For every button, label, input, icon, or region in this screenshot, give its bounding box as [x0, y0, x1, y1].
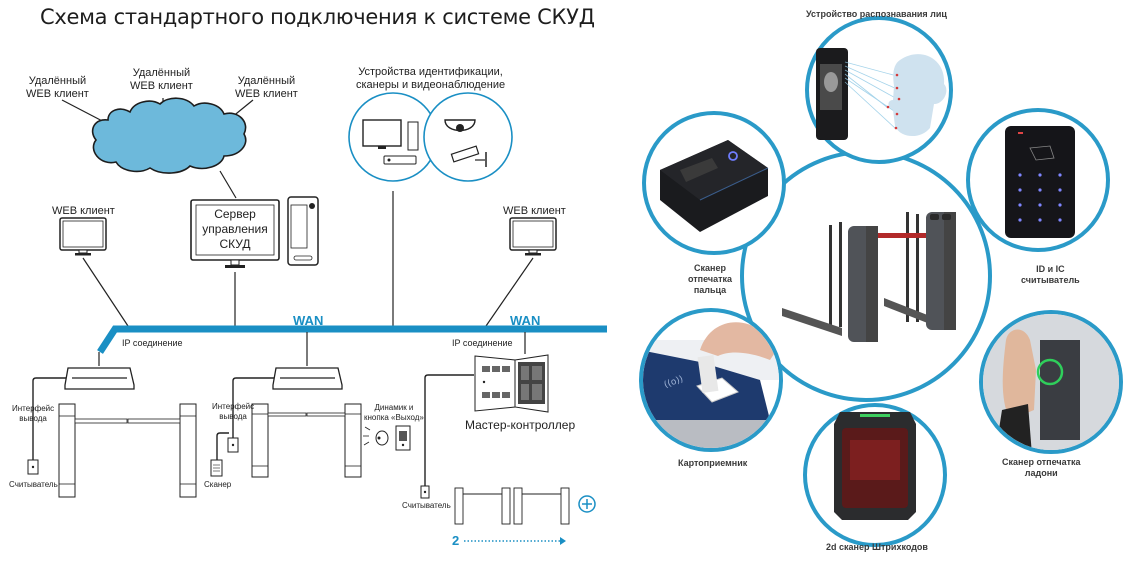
remote-client-label-1: Удалённый WEB клиент: [26, 75, 89, 100]
turnstile-gate-1: [58, 403, 197, 498]
scanner-label: Сканер: [204, 480, 232, 489]
reader-label-1: Считыватель: [9, 480, 58, 489]
expansion-turnstiles: [454, 487, 570, 525]
speaker-exit-label: Динамик и кнопка «Выход»: [364, 403, 424, 422]
palm-scanner-circle: [979, 310, 1123, 454]
identification-devices-label: Устройства идентификации, сканеры и виде…: [356, 66, 506, 91]
fingerprint-scanner-circle: [642, 111, 786, 255]
id-ic-reader-circle: [966, 108, 1110, 252]
wan-label-1: WAN: [293, 313, 324, 328]
expansion-arrow-icon: [464, 537, 566, 545]
face-recognition-circle: [805, 16, 953, 164]
expansion-count: 2: [452, 533, 460, 548]
add-more-icon: [578, 495, 596, 513]
monitor-icon: [59, 217, 107, 256]
ip-connection-label-2: IP соединение: [452, 338, 513, 348]
remote-client-label-2: Удалённый WEB клиент: [130, 67, 193, 92]
barcode-scanner-circle: [803, 403, 947, 547]
palm-scanner-label: Сканер отпечатка ладони: [1002, 457, 1081, 478]
wan-label-2: WAN: [510, 313, 541, 328]
cloud-server-link: [219, 170, 237, 199]
controller-box-1: [64, 367, 135, 390]
ip-connection-label-1: IP соединение: [122, 338, 183, 348]
server-label: Сервер управления СКУД: [202, 207, 268, 251]
card-acceptor-label: Картоприемник: [678, 458, 748, 468]
speaker-icon: [363, 426, 389, 446]
turnstile-gate-2: [251, 403, 362, 478]
output-interface-label-1: Интерфейс вывода: [12, 404, 55, 423]
monitor-icon: [509, 217, 557, 256]
barcode-scanner-label: 2d сканер Штрихкодов: [826, 542, 928, 552]
server-monitor-icon: [190, 199, 280, 268]
wan-bus: [97, 325, 607, 354]
server-tower-icon: [287, 196, 319, 266]
id-ic-reader-label: ID и IC считыватель: [1021, 264, 1080, 285]
web-client-label-left: WEB клиент: [52, 205, 115, 217]
master-controller-icon: [474, 354, 549, 413]
fingerprint-scanner-label: Сканер отпечатка пальца: [688, 263, 733, 295]
video-surveillance-circle: [423, 92, 513, 182]
reader-label-2: Считыватель: [402, 501, 451, 510]
exit-button-icon: [395, 425, 411, 451]
face-recognition-label: Устройство распознавания лиц: [806, 9, 947, 19]
diagram-title: Схема стандартного подключения к системе…: [40, 5, 595, 29]
identification-devices-circle: [348, 92, 438, 182]
card-acceptor-circle: ((o)): [639, 308, 783, 452]
controller-box-2: [272, 367, 343, 390]
remote-client-label-3: Удалённый WEB клиент: [235, 75, 298, 100]
cloud-icon: [91, 97, 247, 174]
output-interface-label-2: Интерфейс вывода: [212, 402, 255, 421]
master-controller-label: Мастер-контроллер: [465, 418, 576, 432]
web-client-label-right: WEB клиент: [503, 205, 566, 217]
